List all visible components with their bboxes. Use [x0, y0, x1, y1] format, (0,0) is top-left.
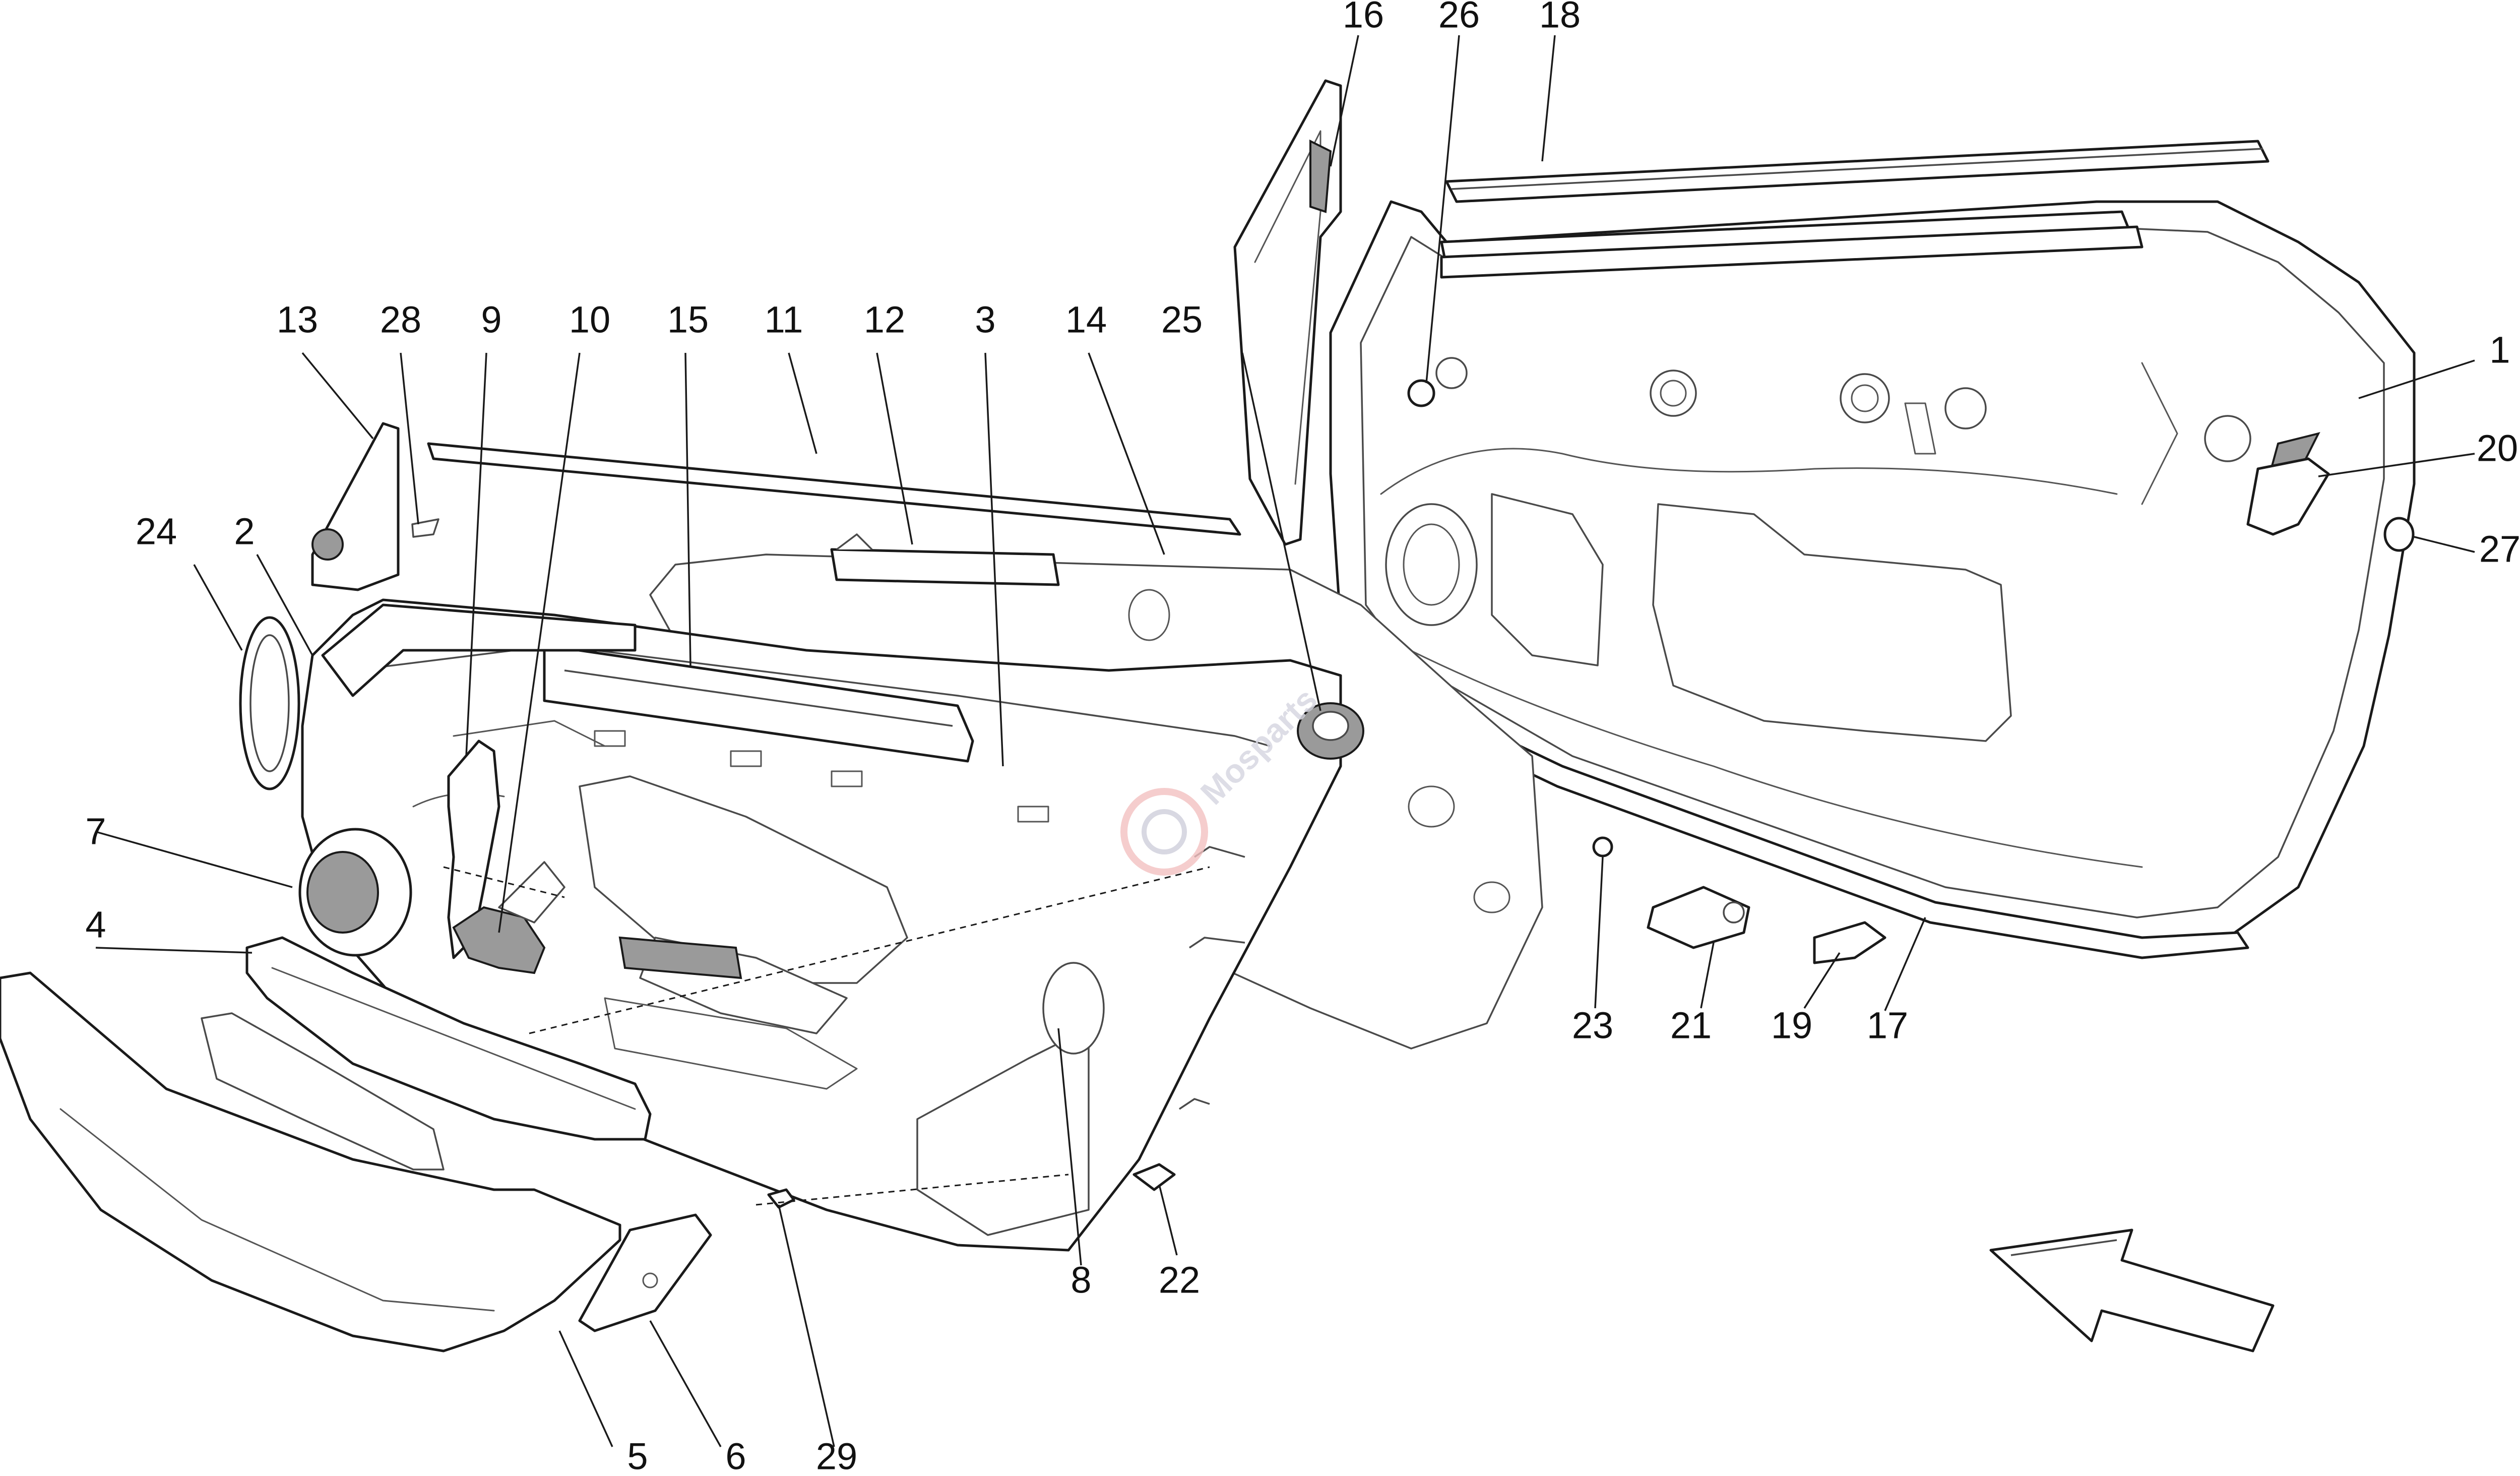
callout-26: 26 — [1438, 0, 1480, 36]
callout-14: 14 — [1065, 299, 1107, 341]
callout-labels: 1 2 3 4 5 6 7 8 9 10 11 12 13 14 15 16 1… — [85, 0, 2520, 1476]
callout-7: 7 — [85, 811, 106, 852]
callout-16: 16 — [1343, 0, 1384, 36]
callout-18: 18 — [1539, 0, 1581, 36]
small-hardware — [767, 379, 2415, 1209]
callout-6: 6 — [725, 1436, 746, 1476]
callout-21: 21 — [1670, 1005, 1712, 1047]
callout-13: 13 — [277, 299, 318, 341]
callout-4: 4 — [85, 904, 106, 946]
end-cap — [578, 1213, 712, 1332]
upper-trims — [321, 442, 1241, 763]
inner-handle — [447, 740, 565, 974]
callout-20: 20 — [2477, 427, 2518, 469]
callout-17: 17 — [1867, 1005, 1908, 1047]
callout-5: 5 — [627, 1436, 648, 1476]
leader-lines — [95, 35, 2475, 1447]
callout-28: 28 — [380, 299, 421, 341]
callout-10: 10 — [569, 299, 610, 341]
callout-3: 3 — [975, 299, 995, 341]
callout-15: 15 — [667, 299, 709, 341]
callout-24: 24 — [136, 511, 177, 552]
callout-11: 11 — [765, 299, 803, 341]
speaker-parts — [239, 422, 439, 957]
callout-12: 12 — [864, 299, 905, 341]
callout-2: 2 — [234, 511, 255, 552]
door-shell — [1329, 200, 2416, 949]
window-seals — [1440, 140, 2270, 279]
callout-8: 8 — [1070, 1259, 1091, 1301]
assembly-lines — [443, 866, 1210, 1206]
callout-25: 25 — [1161, 299, 1203, 341]
callout-29: 29 — [816, 1436, 857, 1476]
armrest — [245, 936, 652, 1141]
direction-arrow — [1989, 1228, 2275, 1352]
callout-9: 9 — [481, 299, 501, 341]
callout-19: 19 — [1771, 1005, 1812, 1047]
door-pull — [0, 971, 621, 1352]
callout-1: 1 — [2489, 329, 2510, 371]
callout-23: 23 — [1572, 1005, 1613, 1047]
callout-27: 27 — [2479, 528, 2520, 570]
mirror-trim — [1233, 79, 1342, 546]
callout-22: 22 — [1159, 1259, 1200, 1301]
